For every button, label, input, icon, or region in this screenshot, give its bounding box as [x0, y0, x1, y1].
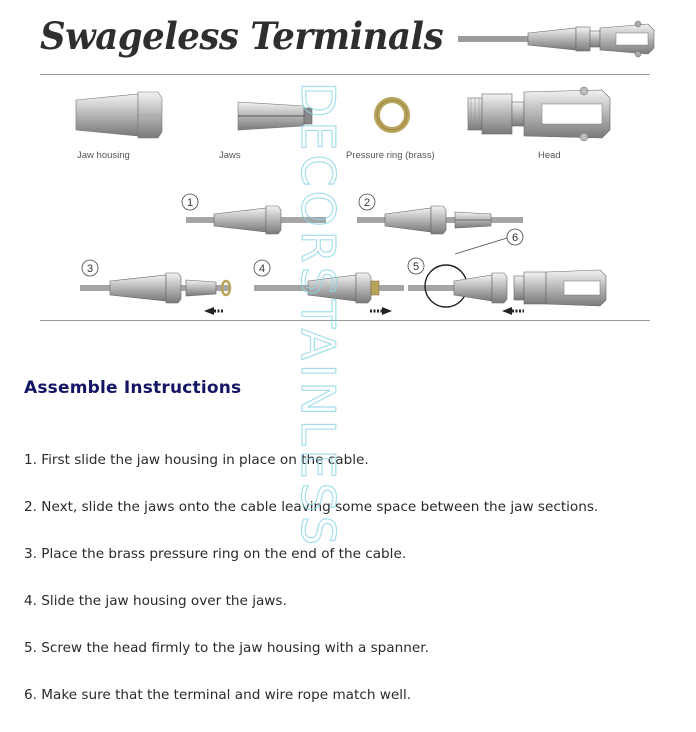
bottom-divider [40, 320, 650, 321]
instructions-heading: Assemble Instructions [24, 378, 242, 398]
step-1-number: 1 [187, 197, 193, 209]
instruction-step: 2. Next, slide the jaws onto the cable l… [24, 499, 599, 515]
step-1-diagram: 1 [181, 193, 326, 235]
head-label: Head [538, 150, 561, 161]
step-6-marker: 6 [455, 228, 524, 255]
step-2-number: 2 [364, 197, 370, 209]
jaws-image [237, 101, 313, 131]
step-5-diagram: 5 [407, 257, 607, 315]
page-title: Swageless Terminals [40, 14, 444, 58]
jaws-label: Jaws [219, 150, 241, 161]
instructions-list: 1. First slide the jaw housing in place … [24, 450, 598, 732]
arrow-left-icon [502, 307, 524, 315]
step-6-number: 6 [512, 232, 518, 244]
arrow-left-icon [204, 307, 224, 315]
step-4-diagram: 4 [253, 259, 404, 315]
step-5-number: 5 [413, 261, 419, 273]
title-terminal-image [458, 20, 655, 58]
step-3-diagram: 3 [80, 259, 232, 315]
top-divider [40, 74, 650, 75]
step-4-number: 4 [259, 263, 265, 275]
step-2-diagram: 2 [357, 193, 523, 235]
jaw-housing-label: Jaw housing [77, 150, 130, 161]
head-image [467, 86, 611, 142]
pressure-ring-label: Pressure ring (brass) [346, 150, 435, 161]
instruction-step: 5. Screw the head firmly to the jaw hous… [24, 640, 429, 656]
pressure-ring-image [374, 97, 410, 133]
instruction-step: 6. Make sure that the terminal and wire … [24, 687, 412, 703]
instruction-step: 1. First slide the jaw housing in place … [24, 452, 369, 468]
instruction-step: 3. Place the brass pressure ring on the … [24, 546, 407, 562]
jaw-housing-image [75, 91, 163, 139]
step-3-number: 3 [87, 263, 93, 275]
arrow-right-icon [370, 307, 392, 315]
instruction-step: 4. Slide the jaw housing over the jaws. [24, 593, 287, 609]
